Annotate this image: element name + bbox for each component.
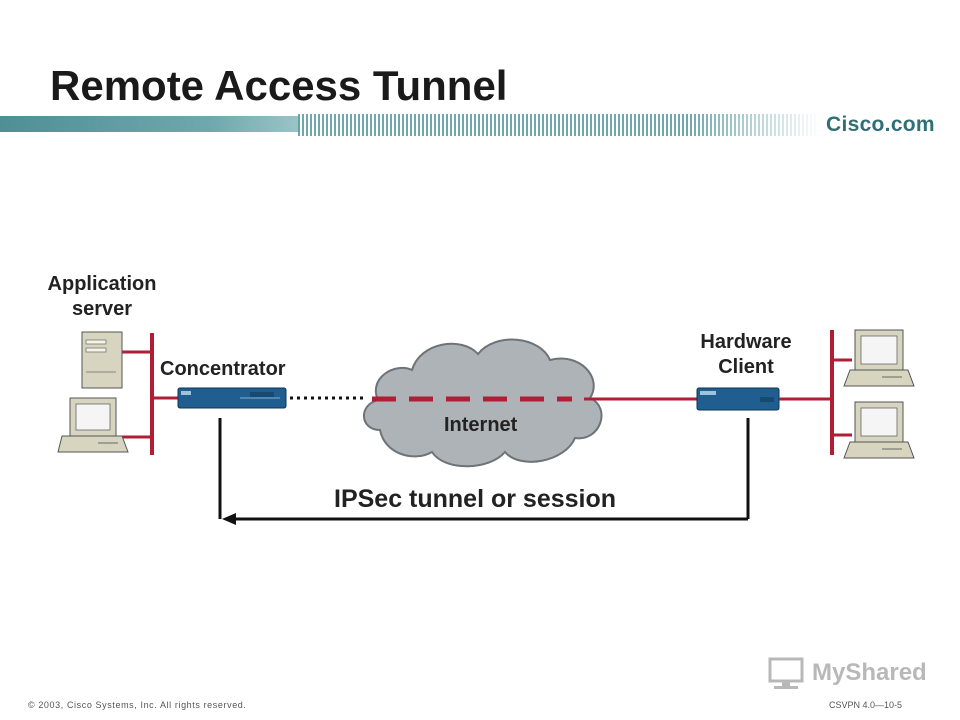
label-application-server-line2: server	[71, 298, 133, 320]
brand-bar-solid	[0, 116, 300, 132]
left-workstation-icon	[57, 397, 129, 453]
footer-course-code: CSVPN 4.0—10-5	[829, 700, 903, 710]
label-internet: Internet	[444, 414, 518, 436]
label-application-server: Application server	[22, 272, 182, 322]
header-brand-bar	[0, 112, 960, 138]
myshared-watermark: MyShared	[766, 655, 936, 693]
brand-bar-fade	[690, 112, 820, 138]
watermark-monitor-icon	[768, 657, 804, 689]
slide-title: Remote Access Tunnel	[50, 62, 508, 109]
application-server-icon	[81, 331, 123, 389]
internet-cloud-icon	[363, 338, 603, 468]
label-tunnel: IPSec tunnel or session	[334, 485, 617, 513]
hardware-client-device-icon	[696, 387, 780, 411]
watermark-text: MyShared	[812, 659, 927, 686]
right-workstation-top-icon	[843, 329, 915, 387]
label-hardware-client: Hardware Client	[676, 330, 816, 380]
label-hardware-client-line1: Hardware	[700, 331, 792, 353]
cisco-logo: Cisco.com	[826, 113, 935, 136]
tunnel-arrowhead	[222, 513, 236, 525]
label-hardware-client-line2: Client	[718, 356, 774, 378]
concentrator-device-icon	[177, 387, 287, 409]
right-workstation-bottom-icon	[843, 401, 915, 459]
footer-copyright: © 2003, Cisco Systems, Inc. All rights r…	[28, 700, 247, 710]
brand-bar-stripes	[298, 114, 818, 136]
label-concentrator: Concentrator	[160, 358, 286, 380]
label-application-server-line1: Application	[47, 273, 157, 295]
